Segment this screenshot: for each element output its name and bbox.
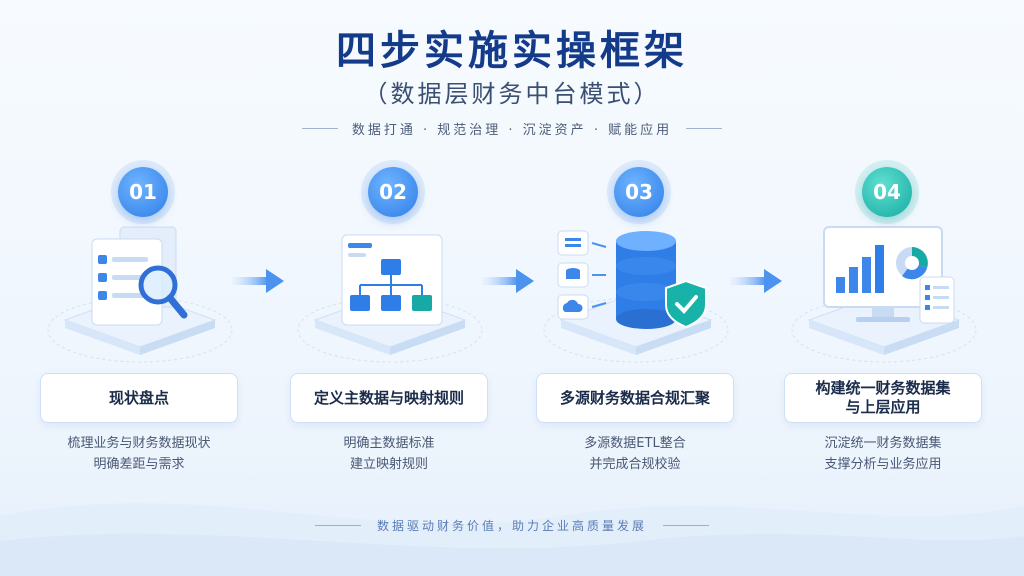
page-title: 四步实施实操框架 — [336, 28, 688, 74]
footer-divider-right — [663, 525, 709, 526]
step-1-description: 梳理业务与财务数据现状 明确差距与需求 — [67, 436, 211, 472]
step-3-number-badge: 03 — [614, 167, 664, 217]
step-2-title-box: 定义主数据与映射规则 — [290, 373, 488, 423]
step-1-title: 现状盘点 — [108, 388, 169, 407]
step-4-description: 沉淀统一财务数据集 支撑分析与业务应用 — [824, 436, 942, 472]
step-1-number-badge: 01 — [118, 167, 168, 217]
checklist-magnifier-icon — [47, 226, 233, 363]
tagline-row: 数据打通 · 规范治理 · 沉淀资产 · 赋能应用 — [0, 119, 1024, 138]
arrow-right-icon — [730, 269, 782, 293]
step-1: 01 现状盘点 梳理业务与财务数据现状 明确差距与需求 — [40, 165, 250, 475]
footer-row: 数据驱动财务价值，助力企业高质量发展 — [0, 517, 1024, 534]
footer-divider-left — [314, 525, 361, 526]
step-4: 04 构建统一财务数据集 与上层应用 沉淀统一财务数据集 支撑分析与业务应用 — [784, 165, 994, 475]
step-2-description: 明确主数据标准 建立映射规则 — [343, 436, 435, 472]
step-4-title: 构建统一财务数据集 与上层应用 — [815, 379, 951, 416]
page-subtitle: （数据层财务中台模式） — [363, 80, 661, 108]
arrow-right-icon — [232, 269, 284, 293]
tagline-divider-right — [686, 128, 723, 129]
step-4-title-box: 构建统一财务数据集 与上层应用 — [784, 373, 982, 423]
arrow-right-icon — [482, 269, 534, 293]
step-3: 03 多源财务数据合规汇聚 多源数据ETL整合 并完成合规校验 — [536, 165, 746, 475]
analytics-dashboard-icon — [791, 226, 977, 363]
step-3-title: 多源财务数据合规汇聚 — [559, 388, 710, 407]
hierarchy-chart-icon — [297, 234, 483, 363]
step-2-number-badge: 02 — [368, 167, 418, 217]
step-3-title-box: 多源财务数据合规汇聚 — [536, 373, 734, 423]
step-4-number-badge: 04 — [862, 167, 912, 217]
database-shield-icon — [543, 230, 729, 363]
footer-slogan: 数据驱动财务价值，助力企业高质量发展 — [376, 519, 647, 533]
step-2-title: 定义主数据与映射规则 — [313, 388, 464, 407]
background-wave — [0, 503, 1024, 576]
step-1-title-box: 现状盘点 — [40, 373, 238, 423]
tagline: 数据打通 · 规范治理 · 沉淀资产 · 赋能应用 — [351, 123, 673, 138]
step-2: 02 定义主数据与映射规则 明确主数据标准 建立映射规则 — [290, 165, 500, 475]
step-3-description: 多源数据ETL整合 并完成合规校验 — [584, 436, 686, 472]
tagline-divider-left — [301, 128, 338, 129]
